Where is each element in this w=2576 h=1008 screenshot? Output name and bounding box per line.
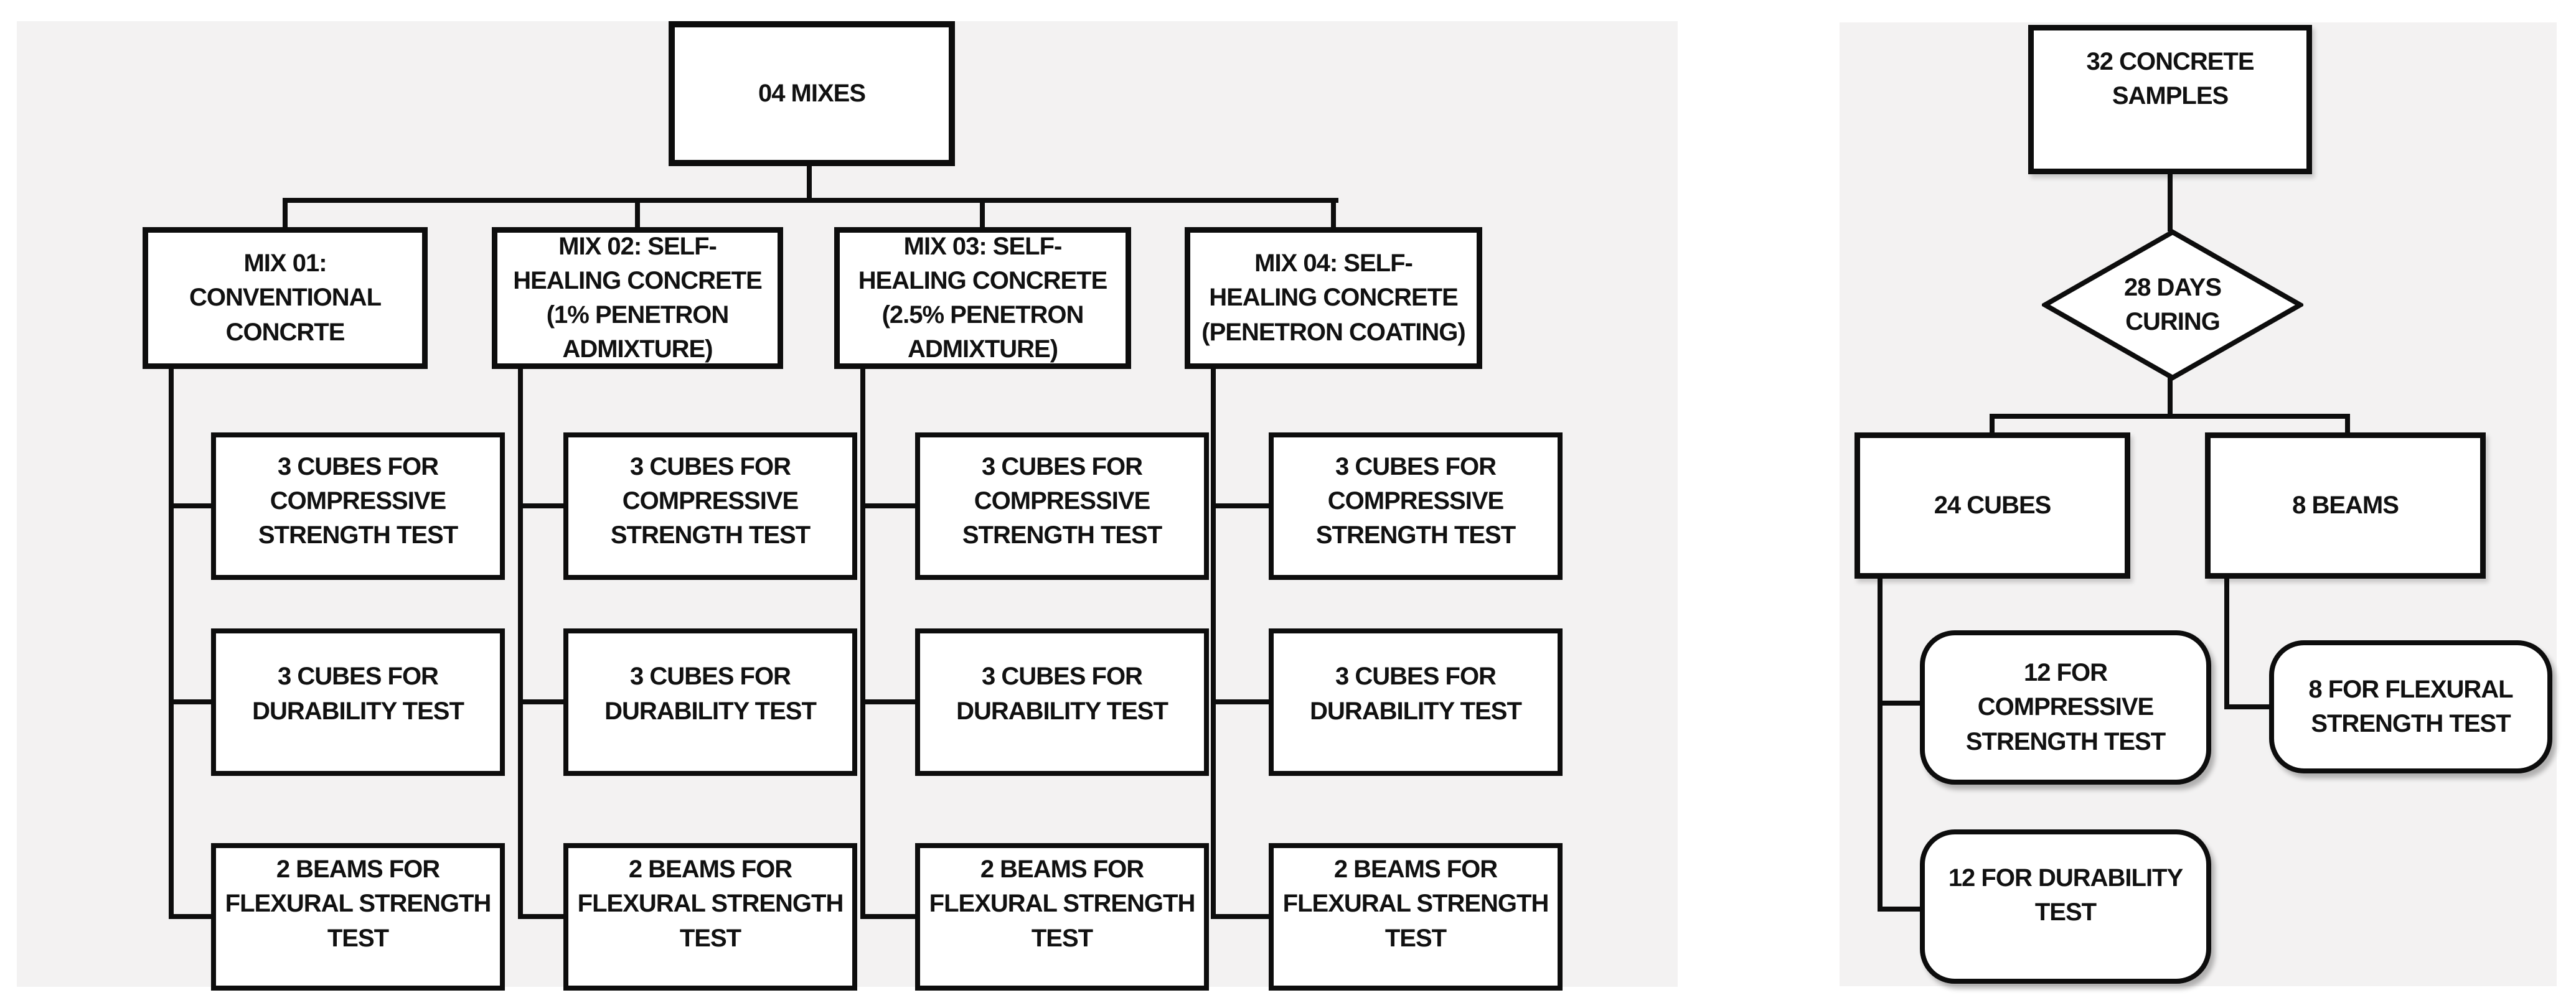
test-box-col1-flexural: 2 BEAMS FOR FLEXURAL STRENGTH TEST [211,843,505,991]
connector-stub [865,699,915,704]
mix-box-4: MIX 04: SELF- HEALING CONCRETE (PENETRON… [1185,227,1482,369]
durability-leaf-box: 12 FOR DURABILITY TEST [1920,829,2211,984]
cubes-box: 24 CUBES [1854,432,2130,579]
compressive-leaf-box: 12 FOR COMPRESSIVE STRENGTH TEST [1920,630,2211,785]
connector-drop-beams [2345,414,2350,436]
connector-drop-mix4 [1331,198,1336,232]
test-box-col1-durability: 3 CUBES FOR DURABILITY TEST [211,628,505,776]
test-box-col2-flexural: 2 BEAMS FOR FLEXURAL STRENGTH TEST [563,843,857,991]
connector-stub [174,699,211,704]
connector-bus [283,198,1338,203]
connector-col4-spine [1211,369,1216,919]
connector-drop-cubes [1990,414,1995,436]
samples-box: 32 CONCRETE SAMPLES [2028,25,2312,174]
test-box-col3-flexural: 2 BEAMS FOR FLEXURAL STRENGTH TEST [915,843,1209,991]
connector-stub [865,914,915,919]
connector-stub [174,914,211,919]
test-box-col4-flexural: 2 BEAMS FOR FLEXURAL STRENGTH TEST [1269,843,1563,991]
connector-drop-mix3 [980,198,985,232]
connector-stub [174,503,211,508]
test-box-col3-compressive: 3 CUBES FOR COMPRESSIVE STRENGTH TEST [915,432,1209,580]
connector-bus2 [1990,414,2350,419]
root-box-04-mixes: 04 MIXES [669,21,955,166]
test-box-col2-durability: 3 CUBES FOR DURABILITY TEST [563,628,857,776]
connector-stub-flexural [2229,704,2269,709]
connector-stub [865,503,915,508]
test-box-col3-durability: 3 CUBES FOR DURABILITY TEST [915,628,1209,776]
mix-box-1: MIX 01: CONVENTIONAL CONCRTE [143,227,428,369]
connector-drop-mix2 [635,198,640,232]
flexural-leaf-box: 8 FOR FLEXURAL STRENGTH TEST [2269,640,2552,773]
test-box-col2-compressive: 3 CUBES FOR COMPRESSIVE STRENGTH TEST [563,432,857,580]
connector-col3-spine [860,369,865,919]
connector-stub-durability [1883,907,1920,912]
connector-samples-to-diamond [2168,174,2173,231]
connector-stub [523,914,563,919]
connector-beams-spine [2224,577,2229,709]
test-box-col4-compressive: 3 CUBES FOR COMPRESSIVE STRENGTH TEST [1269,432,1563,580]
connector-stub [1216,503,1269,508]
connector-diamond-to-bus [2168,378,2173,416]
test-box-col4-durability: 3 CUBES FOR DURABILITY TEST [1269,628,1563,776]
connector-drop-mix1 [283,198,288,232]
connector-col1-spine [169,369,174,919]
connector-root-drop [807,166,812,203]
mix-box-2: MIX 02: SELF- HEALING CONCRETE (1% PENET… [492,227,783,369]
connector-stub-compressive [1883,701,1920,706]
connector-stub [1216,914,1269,919]
connector-cubes-spine [1878,577,1883,912]
beams-box: 8 BEAMS [2205,432,2486,579]
connector-stub [1216,699,1269,704]
mix-box-3: MIX 03: SELF- HEALING CONCRETE (2.5% PEN… [834,227,1131,369]
curing-diamond-label: 28 DAYS CURING [2123,273,2222,335]
test-box-col1-compressive: 3 CUBES FOR COMPRESSIVE STRENGTH TEST [211,432,505,580]
connector-stub [523,699,563,704]
curing-diamond [2039,229,2306,381]
connector-col2-spine [518,369,523,919]
connector-stub [523,503,563,508]
